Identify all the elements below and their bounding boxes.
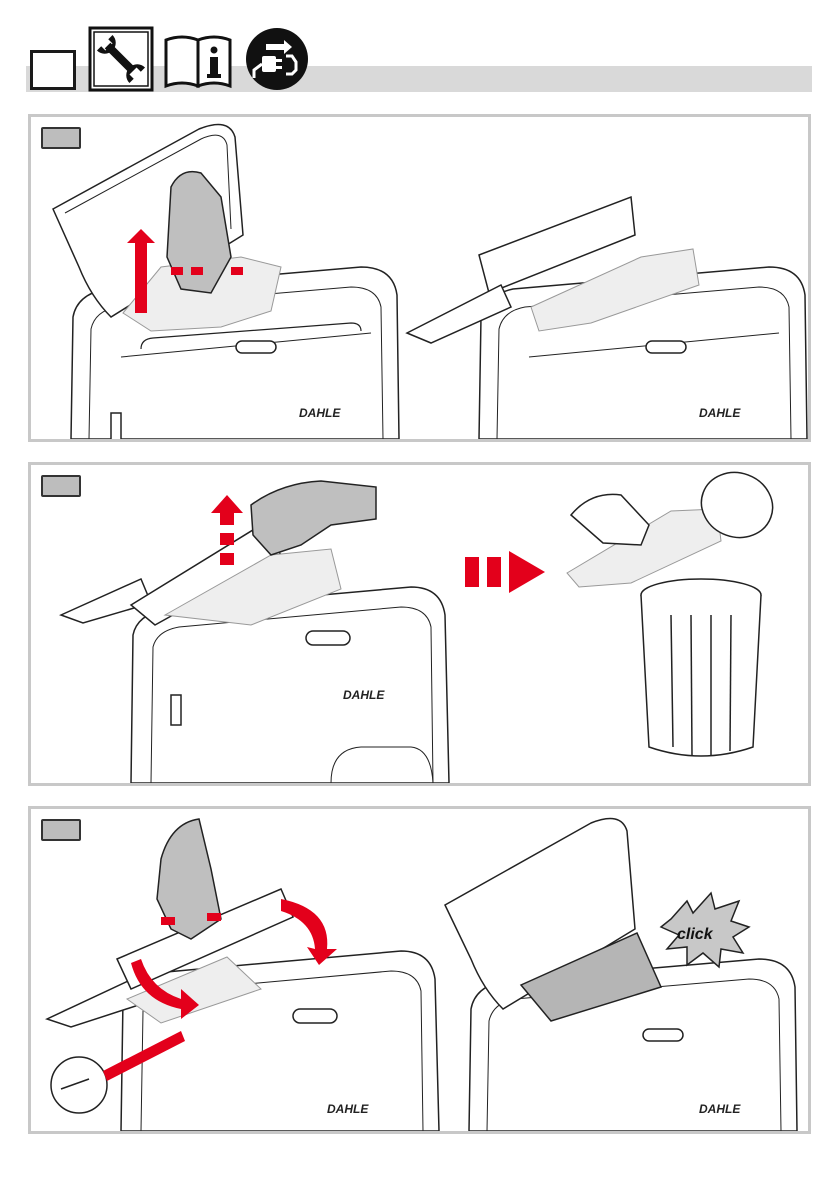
wrench-icon	[88, 26, 154, 92]
unplug-icon	[244, 26, 310, 92]
shredder-left	[53, 125, 399, 440]
click-callout: click	[661, 893, 749, 967]
step-number-box	[30, 50, 76, 90]
bin-icon	[641, 465, 782, 756]
shredder-right	[445, 819, 797, 1132]
shredder-right	[407, 197, 807, 439]
click-label: click	[677, 926, 714, 943]
brand-logo: DAHLE	[343, 688, 385, 702]
brand-logo-2: DAHLE	[699, 1102, 741, 1116]
scene-remove-paper: DAHLE	[31, 465, 808, 783]
hand-icon-2	[571, 494, 649, 545]
shredder-left	[61, 525, 449, 783]
brand-logo: DAHLE	[327, 1102, 369, 1116]
scene-open-lid-lift-cutting-unit: DAHLE DAHLE	[31, 117, 808, 439]
brand-logo-2: DAHLE	[699, 406, 741, 420]
manual-info-icon	[162, 26, 234, 92]
panel-step-3: DAHLE click DAHLE	[28, 806, 811, 1134]
panel-step-1: DAHLE DAHLE	[28, 114, 811, 442]
hand-icon	[251, 481, 376, 555]
brand-logo: DAHLE	[299, 406, 341, 420]
scene-close-cutting-unit: DAHLE click DAHLE	[31, 809, 808, 1131]
next-arrow-icon	[465, 551, 545, 593]
panel-step-2: DAHLE	[28, 462, 811, 786]
